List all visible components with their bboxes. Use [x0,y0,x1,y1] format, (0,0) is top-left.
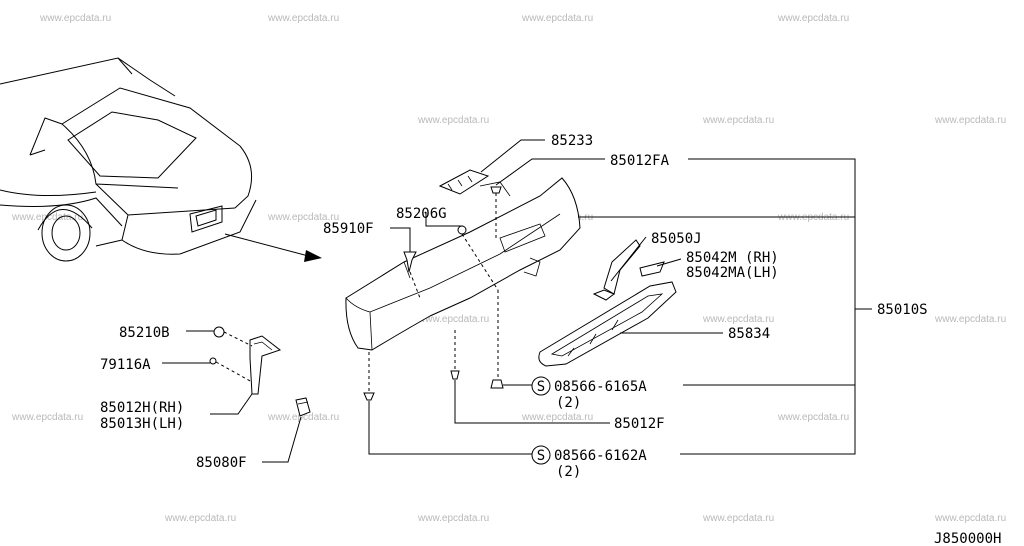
leader-lines [162,139,872,463]
watermark: www.epcdata.ru [417,513,489,524]
diagram-code: J850000H [934,531,1001,546]
label-85233: 85233 [551,133,593,149]
watermark: www.epcdata.ru [934,314,1006,325]
s-symbol-text: S [537,379,545,395]
watermark: www.epcdata.ru [777,13,849,24]
label-85042ma-lh: 85042MA(LH) [686,265,779,281]
clip-79116a [209,357,217,365]
watermark: www.epcdata.ru [777,412,849,423]
label-85080f: 85080F [196,455,247,471]
bracket-85042m [639,261,665,277]
side-bracket-85012h [209,326,282,395]
watermark: www.epcdata.ru [267,412,339,423]
clip-85206g [457,225,467,235]
label-85012h-rh: 85012H(RH) [100,400,184,416]
label-85206g: 85206G [396,206,447,222]
watermark: www.epcdata.ru [702,115,774,126]
standard-part-s-symbol [531,445,551,465]
watermark: www.epcdata.ru [39,13,111,24]
label-85042m-rh: 85042M (RH) [686,250,779,266]
part-labels: 85233 85012FA 85206G 85910F 85050J 85042… [100,133,1001,546]
fasteners [363,186,504,401]
clip-85012fa [490,186,502,194]
watermark: www.epcdata.ru [164,513,236,524]
label-85834: 85834 [728,326,770,342]
finisher-85834 [538,281,677,367]
watermark: www.epcdata.ru [267,212,339,223]
clip-85080f [295,397,311,417]
label-08566-6162a-qty: (2) [556,464,581,480]
label-08566-6165a: 08566-6165A [554,379,647,395]
watermark: www.epcdata.ru [521,412,593,423]
watermark: www.epcdata.ru [702,314,774,325]
watermark: www.epcdata.ru [521,13,593,24]
watermark: www.epcdata.ru [11,412,83,423]
s-symbol-text: S [537,448,545,464]
label-85012f: 85012F [614,416,665,432]
label-85210b: 85210B [119,325,170,341]
watermark: www.epcdata.ru [417,115,489,126]
watermark: www.epcdata.ru [417,314,489,325]
watermark: www.epcdata.ru [934,513,1006,524]
car-rear-illustration [0,57,322,262]
label-85010s: 85010S [877,302,928,318]
label-85012fa: 85012FA [610,153,670,169]
watermark: www.epcdata.ru [267,13,339,24]
label-85910f: 85910F [323,221,374,237]
label-79116a: 79116A [100,357,151,373]
label-85013h-lh: 85013H(LH) [100,416,184,432]
standard-part-symbols: S S [531,376,551,465]
label-08566-6162a: 08566-6162A [554,448,647,464]
retainer-85210b [213,326,225,338]
watermark: www.epcdata.ru [702,513,774,524]
screw-08566-6162a [363,392,375,401]
standard-part-s-symbol [531,376,551,396]
clip-85910f [403,251,417,273]
clip-85012f [450,370,460,380]
label-85050j: 85050J [651,231,702,247]
label-08566-6165a-qty: (2) [556,395,581,411]
screw-08566-6165a [490,379,504,389]
watermark: www.epcdata.ru [934,115,1006,126]
bracket-85233 [438,169,490,195]
